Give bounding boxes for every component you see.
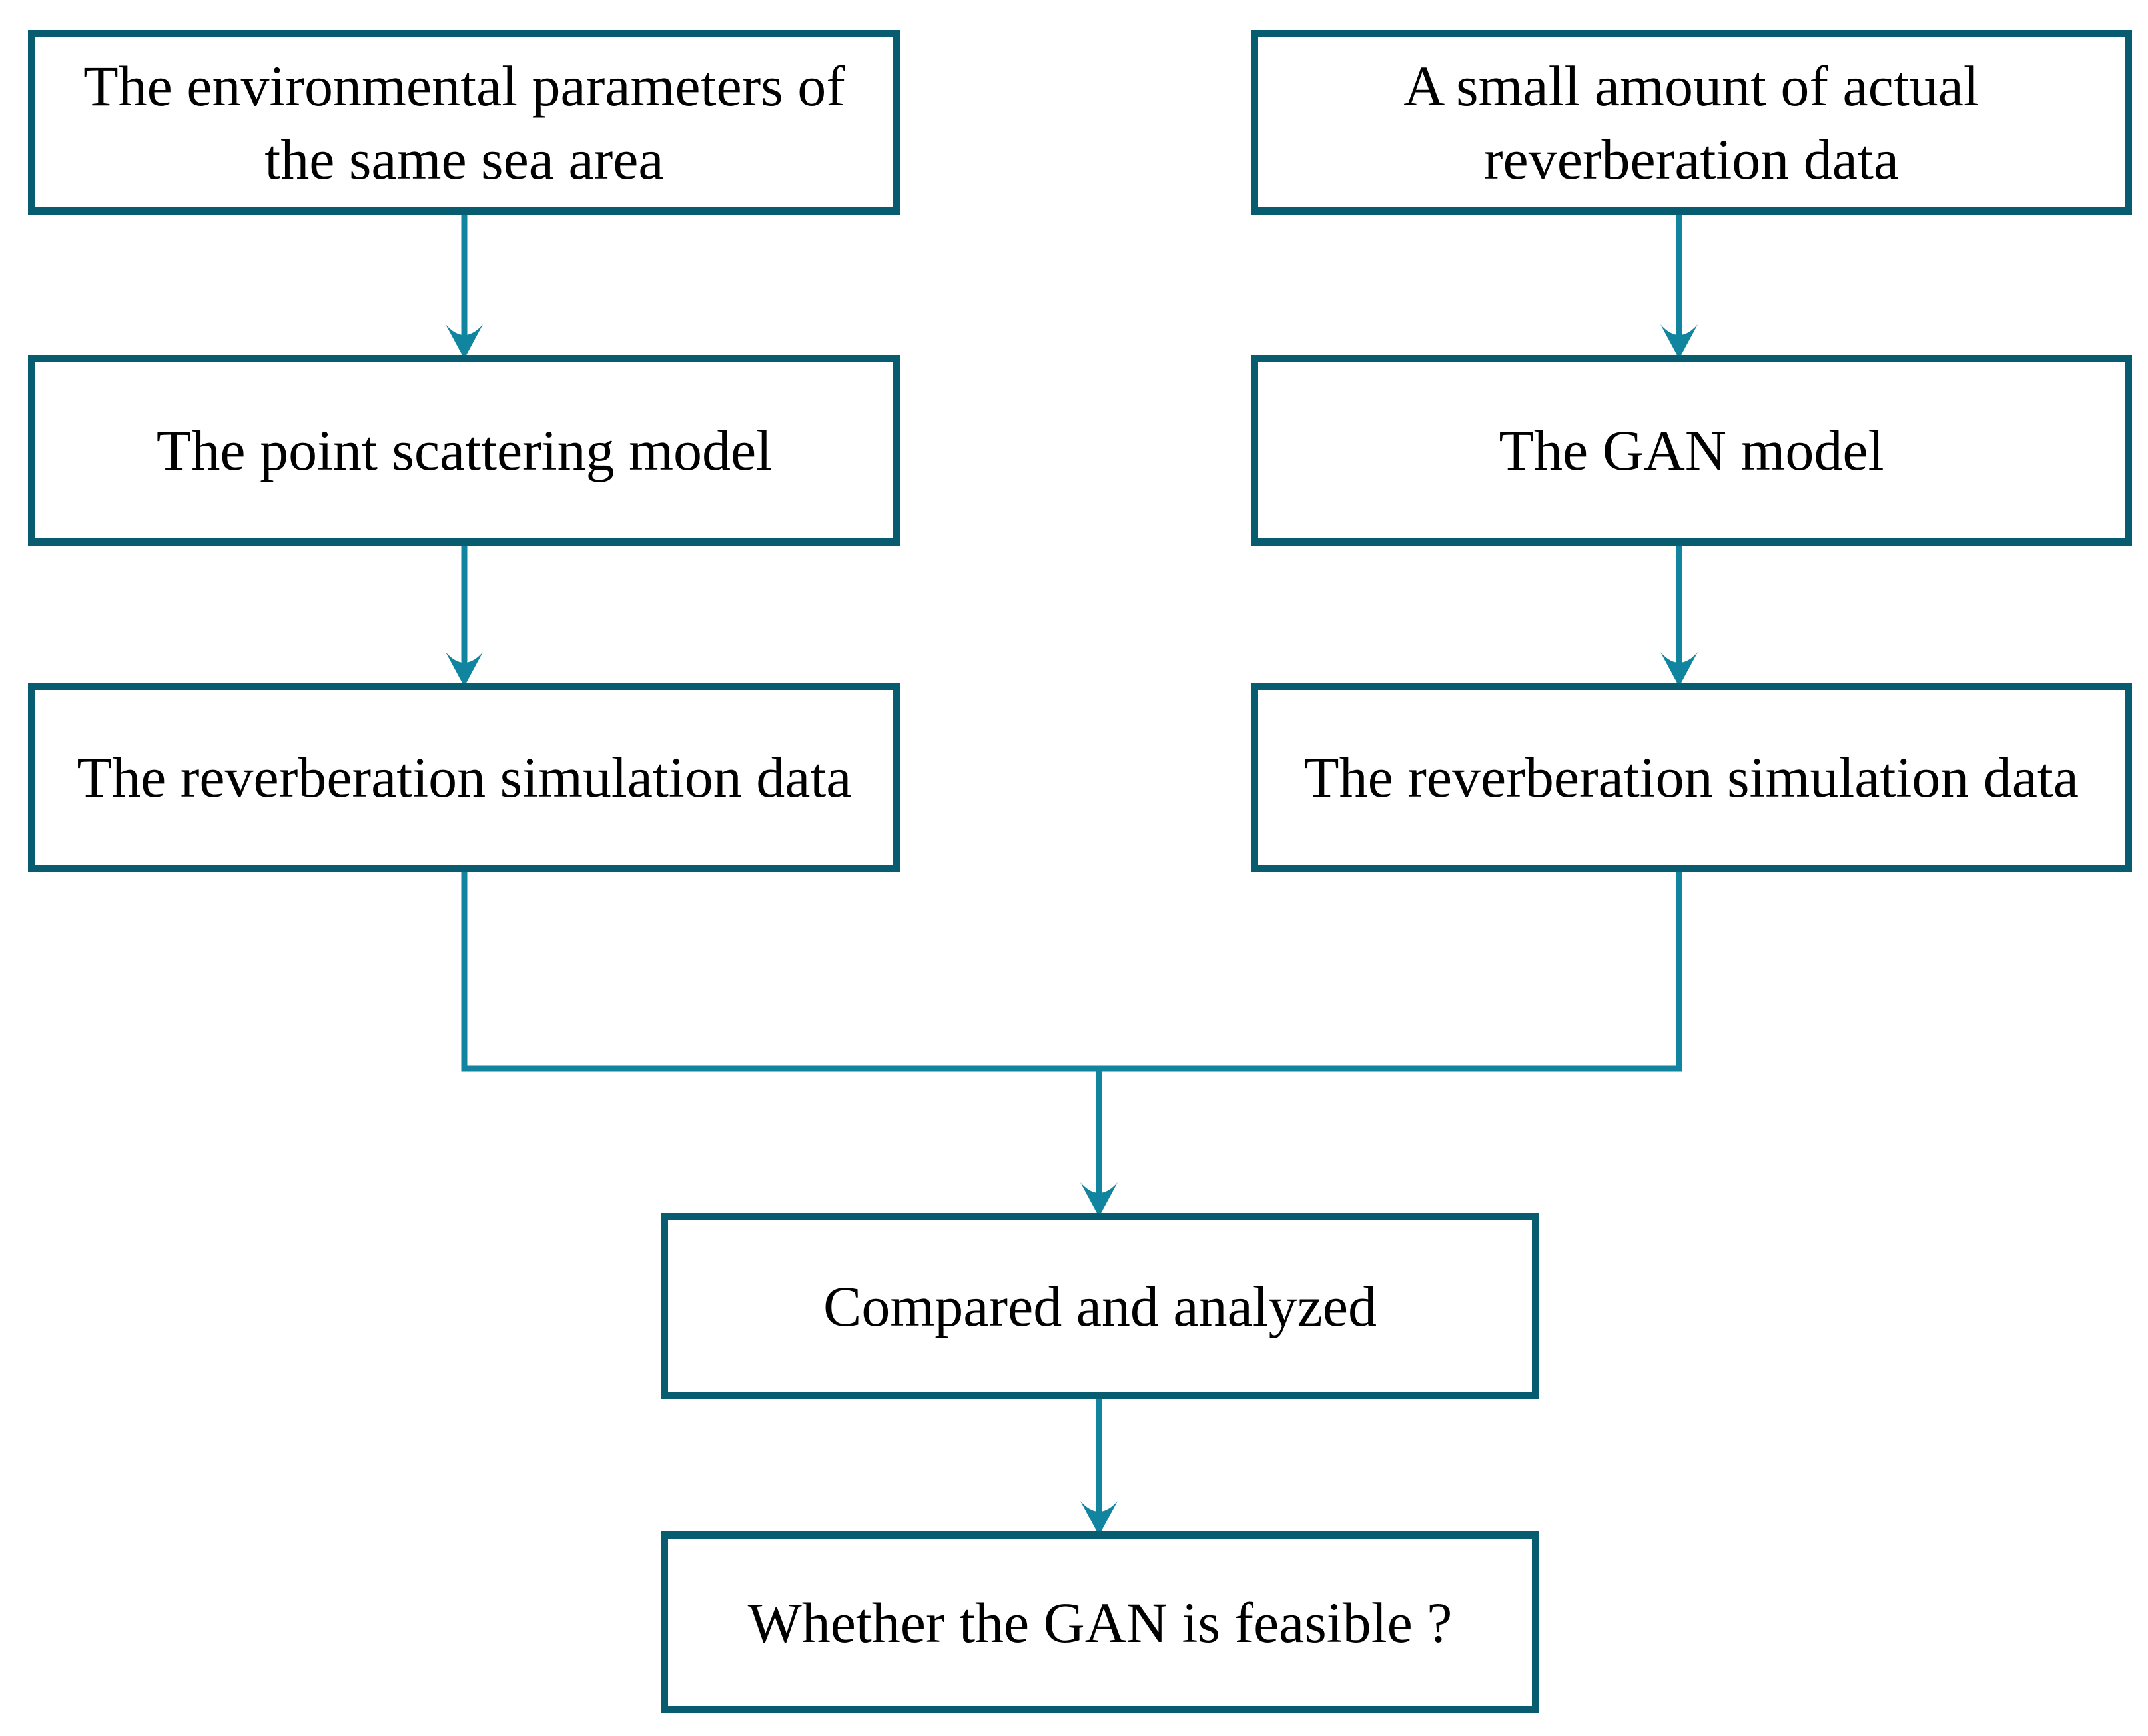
node-environmental-parameters-label: The environmental parameters of the same…: [83, 53, 845, 191]
node-reverberation-simulation-data-right: The reverberation simulation data: [1251, 683, 2132, 872]
arrowhead-icon: [1660, 324, 1698, 359]
arrowhead-icon: [1080, 1501, 1118, 1535]
node-reverberation-simulation-data-left-label: The reverberation simulation data: [77, 745, 852, 809]
edge-gan-to-simright: [1660, 540, 1698, 687]
arrowhead-icon: [1080, 1182, 1118, 1217]
node-actual-reverberation-data: A small amount of actual reverberation d…: [1251, 30, 2132, 215]
edge-scattering-to-simleft: [446, 540, 483, 687]
node-reverberation-simulation-data-right-label: The reverberation simulation data: [1304, 745, 2079, 809]
node-compared-and-analyzed-label: Compared and analyzed: [823, 1274, 1377, 1338]
node-whether-gan-feasible: Whether the GAN is feasible ?: [661, 1531, 1539, 1713]
node-gan-model-label: The GAN model: [1499, 418, 1884, 482]
arrowhead-icon: [446, 324, 483, 359]
edge-compared-to-feasible: [1080, 1394, 1118, 1535]
node-environmental-parameters: The environmental parameters of the same…: [28, 30, 900, 215]
arrowhead-icon: [446, 652, 483, 687]
edge-merge-rail: [461, 867, 1682, 1072]
merge-rail-line: [461, 867, 1682, 1072]
edge-merge-to-compared: [1080, 1065, 1118, 1217]
arrowhead-icon: [1660, 652, 1698, 687]
node-gan-model: The GAN model: [1251, 355, 2132, 546]
edge-actual-to-gan: [1660, 210, 1698, 359]
node-whether-gan-feasible-label: Whether the GAN is feasible ?: [747, 1590, 1453, 1655]
node-point-scattering-model-label: The point scattering model: [156, 418, 773, 482]
node-compared-and-analyzed: Compared and analyzed: [661, 1213, 1539, 1399]
node-point-scattering-model: The point scattering model: [28, 355, 900, 546]
node-reverberation-simulation-data-left: The reverberation simulation data: [28, 683, 900, 872]
node-actual-reverberation-data-label: A small amount of actual reverberation d…: [1403, 53, 1979, 191]
edge-env-to-scattering: [446, 210, 483, 359]
